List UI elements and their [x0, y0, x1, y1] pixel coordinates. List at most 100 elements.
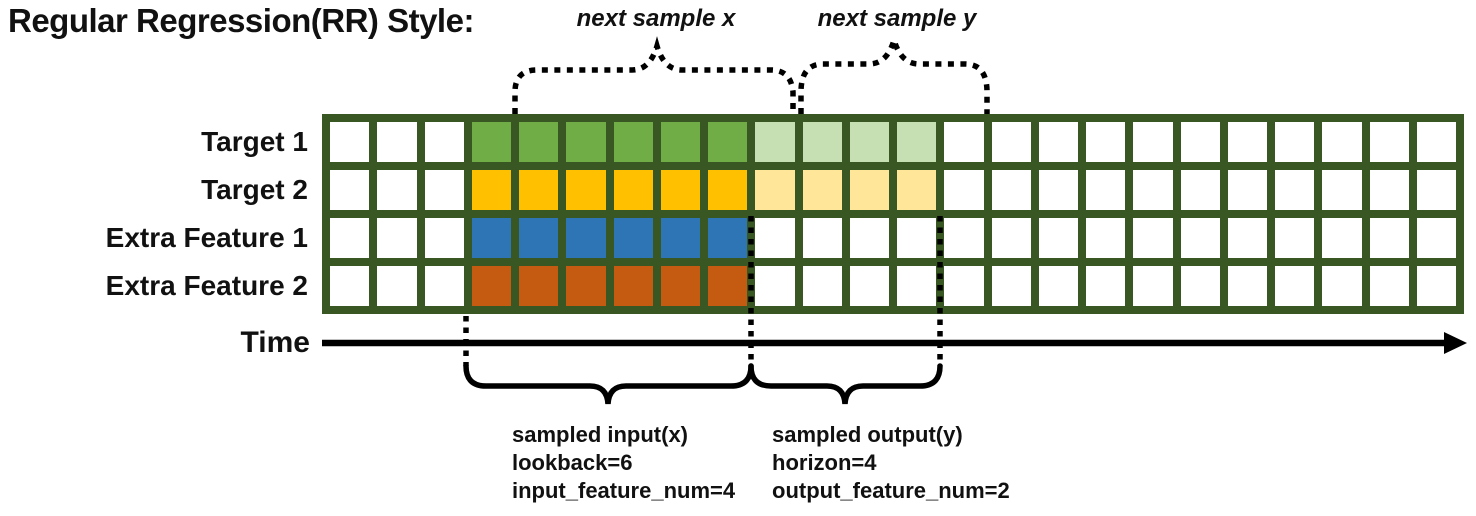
grid-cell — [330, 266, 370, 306]
grid-cell — [897, 266, 937, 306]
grid-cell — [802, 122, 842, 162]
grid-cell — [1086, 218, 1126, 258]
grid-cell — [1180, 122, 1220, 162]
grid-cell — [944, 266, 984, 306]
next-sample-x-label: next sample x — [576, 5, 736, 32]
grid-cell — [944, 170, 984, 210]
grid-cell — [613, 266, 653, 306]
grid-cell — [1180, 218, 1220, 258]
grid-cell — [1180, 170, 1220, 210]
grid-cell — [519, 266, 559, 306]
grid-cell — [519, 170, 559, 210]
horizon-value: horizon=4 — [772, 450, 877, 475]
grid-cell — [1416, 122, 1456, 162]
row-label: Target 2 — [201, 174, 308, 205]
grid-cell — [1180, 266, 1220, 306]
sampled-input-brace — [463, 363, 754, 405]
grid-cell — [1416, 170, 1456, 210]
grid-cell — [1275, 122, 1315, 162]
grid-cell — [897, 218, 937, 258]
sampled-output-annotation: sampled output(y) horizon=4 output_featu… — [772, 421, 1010, 505]
grid-cell — [1322, 266, 1362, 306]
grid-cell — [1227, 218, 1267, 258]
lookback-value: lookback=6 — [512, 450, 633, 475]
grid-cell — [613, 218, 653, 258]
sampled-output-brace — [748, 363, 943, 405]
grid-cell — [471, 218, 511, 258]
grid-cell — [377, 218, 417, 258]
grid-cell — [519, 218, 559, 258]
output-feature-num-value: output_feature_num=2 — [772, 478, 1010, 503]
grid-cell — [424, 122, 464, 162]
grid-cell — [802, 170, 842, 210]
grid-cell — [1133, 266, 1173, 306]
grid-cell — [377, 170, 417, 210]
grid-cell — [377, 266, 417, 306]
grid-cell — [1038, 266, 1078, 306]
grid-cell — [519, 122, 559, 162]
grid-cell — [1322, 218, 1362, 258]
grid-cell — [1227, 122, 1267, 162]
sampled-output-title: sampled output(y) — [772, 422, 963, 447]
grid-cell — [849, 266, 889, 306]
grid-cell — [991, 218, 1031, 258]
grid-cell — [1275, 266, 1315, 306]
grid-cell — [1369, 218, 1409, 258]
grid-cell — [849, 122, 889, 162]
grid-cell — [377, 122, 417, 162]
grid-cell — [802, 218, 842, 258]
grid-cell — [755, 266, 795, 306]
grid-cell — [1275, 218, 1315, 258]
grid-cell — [1322, 122, 1362, 162]
grid-cell — [330, 170, 370, 210]
grid-cell — [708, 170, 748, 210]
grid-cell — [1133, 218, 1173, 258]
grid-cell — [1322, 170, 1362, 210]
row-label: Extra Feature 1 — [105, 222, 308, 253]
grid-cell — [471, 266, 511, 306]
sampled-input-title: sampled input(x) — [512, 422, 689, 447]
grid-cell — [1369, 266, 1409, 306]
grid-cell — [1416, 266, 1456, 306]
next-sample-y-label: next sample y — [817, 5, 977, 32]
grid-cell — [424, 266, 464, 306]
grid-cell — [424, 218, 464, 258]
grid-cell — [755, 122, 795, 162]
grid-cell — [708, 266, 748, 306]
grid-cell — [1038, 218, 1078, 258]
grid-cell — [755, 218, 795, 258]
grid-cell — [1038, 170, 1078, 210]
grid-cell — [330, 218, 370, 258]
grid-cell — [1086, 122, 1126, 162]
grid-cell — [944, 218, 984, 258]
row-label: Target 1 — [201, 126, 308, 157]
grid-cell — [1369, 170, 1409, 210]
grid-cell — [1275, 170, 1315, 210]
grid-cell — [330, 122, 370, 162]
grid-cell — [991, 122, 1031, 162]
grid-cell — [1133, 122, 1173, 162]
grid-cell — [566, 170, 606, 210]
grid-cell — [660, 122, 700, 162]
grid-cell — [897, 170, 937, 210]
grid-cell — [613, 122, 653, 162]
next-sample-y-brace — [798, 30, 990, 114]
grid-cell — [944, 122, 984, 162]
grid-cell — [1038, 122, 1078, 162]
grid-cell — [566, 218, 606, 258]
grid-cell — [849, 218, 889, 258]
grid-cell — [708, 218, 748, 258]
grid-cell — [1369, 122, 1409, 162]
grid-cell — [566, 122, 606, 162]
input-feature-num-value: input_feature_num=4 — [512, 478, 736, 503]
next-sample-x-brace — [512, 36, 796, 114]
grid-cell — [897, 122, 937, 162]
time-axis-arrowhead — [1444, 332, 1467, 354]
grid-cell — [613, 170, 653, 210]
grid-cell — [1227, 170, 1267, 210]
grid-cell — [660, 218, 700, 258]
grid-cell — [1086, 266, 1126, 306]
grid-cell — [991, 266, 1031, 306]
